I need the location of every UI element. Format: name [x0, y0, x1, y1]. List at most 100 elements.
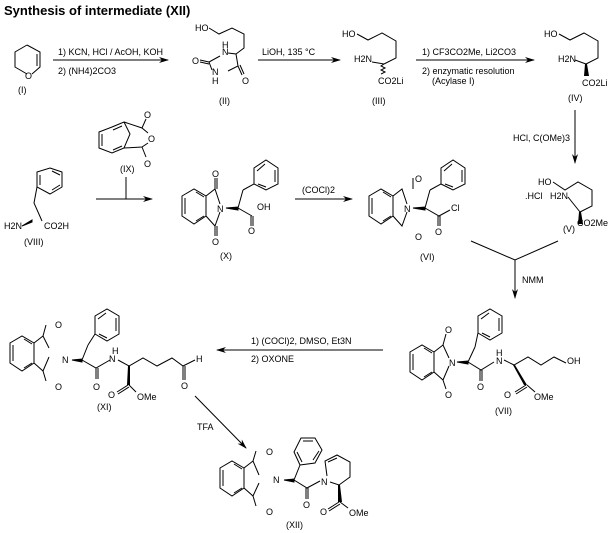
atom-CO2Li: CO2Li [582, 78, 608, 88]
atom-H: H [196, 354, 203, 364]
atom-O: O [303, 500, 310, 510]
atom-CO2Me: CO2Me [577, 218, 608, 228]
atom-CO2Li: CO2Li [378, 76, 404, 86]
reagents-step7: NMM [522, 275, 544, 285]
atom-HO: HO [342, 29, 356, 39]
compound-label-V: (V) [563, 224, 575, 234]
reagents-step8-above: 1) (COCl)2, DMSO, Et3N [251, 336, 352, 346]
reagents-step3-below-2: (Acylase I) [432, 76, 475, 86]
atom-O: O [445, 325, 452, 335]
atom-O: O [266, 447, 273, 457]
atom-N: N [62, 355, 69, 365]
atom-O: O [55, 382, 62, 392]
reagents-step6: (COCl)2 [302, 185, 335, 195]
reagents-step9: TFA [197, 422, 214, 432]
reagents-step4: HCl, C(OMe)3 [513, 133, 570, 143]
compound-label-X: (X) [220, 251, 232, 261]
compound-VIII: H2N CO2H (VIII) [4, 167, 69, 247]
atom-H2N: H2N [4, 221, 22, 231]
atom-O: O [212, 169, 219, 179]
compound-label-IV: (IV) [568, 93, 583, 103]
compound-label-VII: (VII) [495, 406, 512, 416]
atom-O: O [445, 390, 452, 400]
compound-label-I: (I) [18, 85, 27, 95]
atom-O: O [477, 382, 484, 392]
atom-O: O [415, 174, 422, 184]
atom-O: O [148, 134, 155, 144]
arrow-step2: LiOH, 135 °C [258, 47, 341, 63]
atom-N: N [109, 354, 116, 364]
compound-I: O (I) [14, 44, 41, 95]
atom-H2N: H2N [558, 54, 576, 64]
atom-O: O [192, 56, 199, 66]
atom-OH: OH [567, 356, 581, 366]
salt-HCl: .HCl [525, 191, 543, 201]
atom-O: O [108, 390, 115, 400]
atom-O: O [144, 110, 151, 120]
atom-H2N: H2N [550, 191, 568, 201]
arrow-step3: 1) CF3CO2Me, Li2CO3 2) enzymatic resolut… [416, 47, 535, 86]
arrow-step7: NMM [470, 240, 559, 299]
atom-H2N: H2N [354, 54, 372, 64]
arrow-step9: TFA [194, 395, 247, 449]
atom-N: N [217, 204, 224, 214]
compound-label-VI: (VI) [420, 252, 435, 262]
compound-VII: O N O O H N O OMe OH (VII) [409, 308, 581, 416]
atom-N: N [212, 67, 219, 77]
atom-H: H [222, 40, 229, 50]
compound-V: HO .HCl H2N CO2Me (V) [525, 177, 608, 234]
atom-N: N [404, 204, 411, 214]
compound-IV: HO H2N CO2Li (IV) [544, 29, 608, 103]
atom-O: O [144, 159, 151, 169]
atom-H: H [112, 346, 119, 356]
atom-OH: OH [257, 202, 271, 212]
atom-HO: HO [538, 177, 552, 187]
atom-OMe: OMe [137, 392, 157, 402]
compound-label-III: (III) [372, 96, 386, 106]
compound-label-IX: (IX) [120, 164, 135, 174]
atom-O: O [25, 71, 32, 81]
compound-label-XII: (XII) [286, 520, 303, 530]
arrow-step5 [96, 177, 153, 202]
atom-N: N [273, 475, 280, 485]
atom-O: O [435, 227, 442, 237]
compound-XI: O N O O H N O OMe H O (XI) [9, 308, 203, 412]
atom-O: O [320, 507, 327, 517]
atom-O: O [93, 382, 100, 392]
atom-HO: HO [544, 29, 558, 39]
atom-O: O [212, 237, 219, 247]
compound-label-VIII: (VIII) [24, 237, 44, 247]
compound-label-XI: (XI) [97, 402, 112, 412]
reagents-step1-above: 1) KCN, HCl / AcOH, KOH [58, 47, 163, 57]
atom-O: O [248, 226, 255, 236]
atom-H: H [496, 348, 503, 358]
atom-N: N [449, 358, 456, 368]
reagents-step1-below: 2) (NH4)2CO3 [58, 66, 116, 76]
compound-label-II: (II) [219, 96, 230, 106]
atom-OMe: OMe [349, 508, 369, 518]
reagents-step3-above: 1) CF3CO2Me, Li2CO3 [422, 47, 516, 57]
scheme-title: Synthesis of intermediate (XII) [4, 3, 191, 18]
arrow-step1: 1) KCN, HCl / AcOH, KOH 2) (NH4)2CO3 [53, 47, 169, 76]
atom-O: O [242, 76, 249, 86]
atom-O: O [181, 381, 188, 391]
reagents-step8-below: 2) OXONE [251, 354, 294, 364]
compound-X: O N O OH O (X) [181, 159, 279, 261]
compound-VI: O N O Cl O (VI) [368, 159, 466, 262]
atom-N: N [222, 47, 229, 57]
atom-O: O [415, 232, 422, 242]
arrow-step8: 1) (COCl)2, DMSO, Et3N 2) OXONE [216, 336, 383, 364]
arrow-step6: (COCl)2 [295, 185, 353, 202]
atom-O: O [504, 390, 511, 400]
reagents-step2-above: LiOH, 135 °C [262, 47, 316, 57]
reagents-step3-below: 2) enzymatic resolution [422, 66, 515, 76]
atom-O: O [266, 507, 273, 517]
compound-IX: O O O (IX) [98, 110, 155, 174]
atom-OMe: OMe [534, 392, 554, 402]
atom-Cl: Cl [451, 203, 460, 213]
atom-N: N [496, 356, 503, 366]
compound-III: HO H2N CO2Li (III) [342, 29, 404, 106]
atom-N: N [321, 477, 328, 487]
compound-XII: O N O O N O OMe (XII) [219, 437, 369, 530]
